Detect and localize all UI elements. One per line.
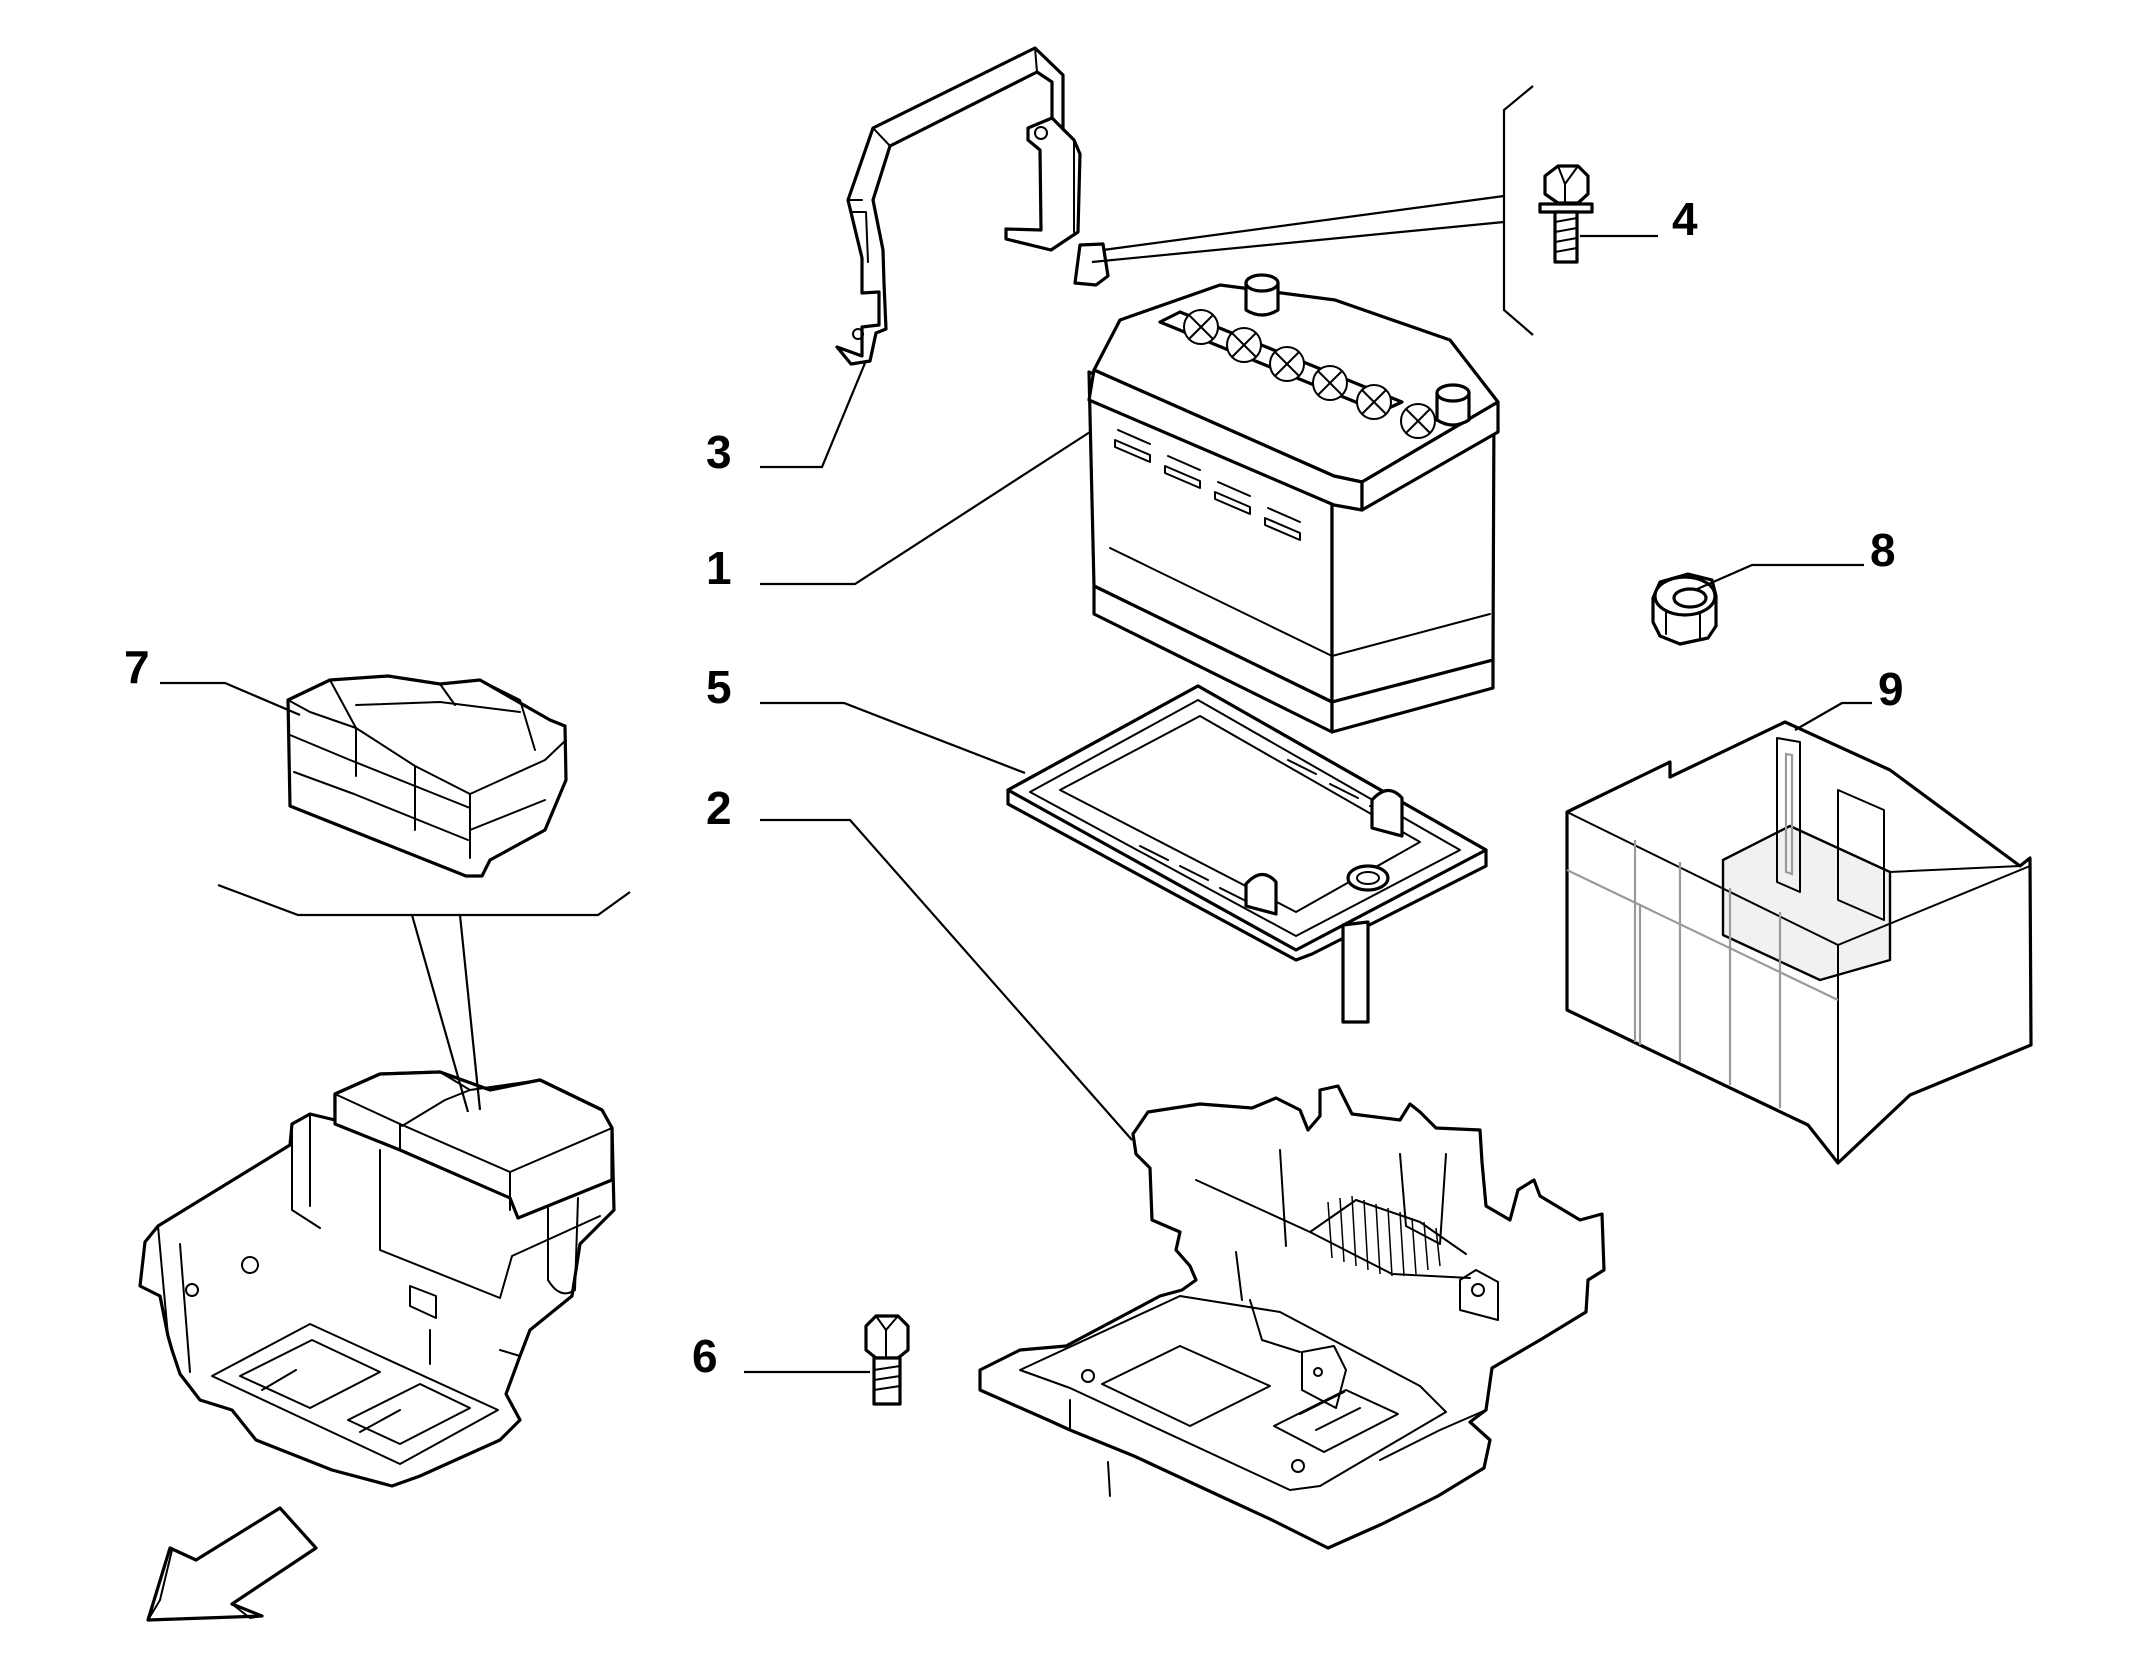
leader-line-2 [760, 818, 1133, 1141]
leader-line-5 [760, 701, 1026, 775]
battery-icon [1087, 273, 1500, 734]
leader-line-3 [760, 362, 867, 469]
leader-line-4-a [1102, 194, 1505, 252]
battery-tray-assembly-icon [138, 1070, 616, 1488]
hex-nut-icon [1651, 572, 1718, 646]
leader-line-7 [160, 681, 301, 717]
callout-6: 6 [692, 1330, 718, 1382]
leader-line-1 [760, 431, 1091, 586]
leader-line-7-b [458, 914, 482, 1111]
flange-bolt-icon [1538, 164, 1594, 264]
callout-8: 8 [1870, 524, 1896, 576]
leader-line-8 [1694, 563, 1864, 592]
callout-5: 5 [706, 661, 732, 713]
fuse-box-cover-icon [286, 674, 568, 878]
callout-4: 4 [1672, 193, 1698, 245]
callout-9: 9 [1878, 663, 1904, 715]
battery-base-plate-icon [1006, 684, 1488, 1024]
leader-lines [160, 85, 1872, 1374]
callout-3: 3 [706, 426, 732, 478]
bracket-4 [1502, 85, 1534, 336]
hex-bolt-icon [864, 1314, 910, 1406]
direction-arrow-icon [146, 1506, 318, 1622]
battery-hold-down-bracket-icon [835, 46, 1110, 366]
callout-7: 7 [124, 641, 150, 693]
callout-labels: 1 2 3 4 5 6 7 8 9 [124, 193, 1904, 1382]
battery-tray-support-icon [978, 1084, 1606, 1550]
leader-line-7-a [410, 914, 470, 1113]
callout-2: 2 [706, 782, 732, 834]
bracket-7 [217, 883, 631, 917]
leader-line-9 [1794, 701, 1872, 731]
leader-line-4-b [1091, 220, 1505, 264]
callout-1: 1 [706, 542, 732, 594]
battery-cover-casing-icon [1565, 720, 2033, 1165]
